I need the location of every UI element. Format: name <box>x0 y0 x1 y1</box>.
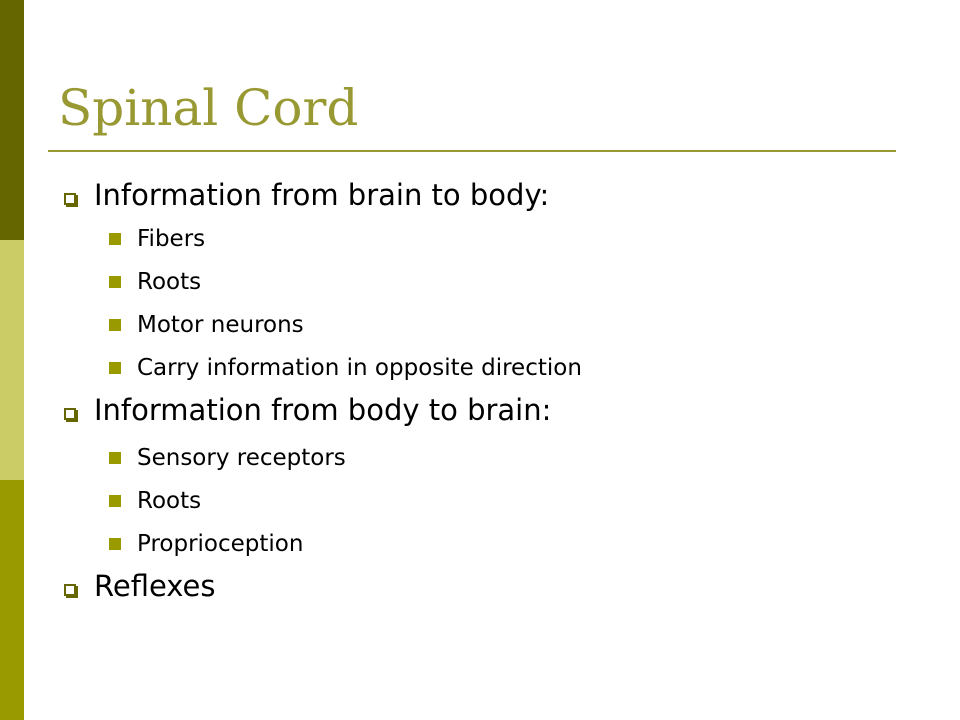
filled-square-bullet-icon <box>109 319 121 331</box>
sub-bullet-item: Fibers <box>137 226 206 252</box>
filled-square-bullet-icon <box>109 538 121 550</box>
sub-bullet-item: Proprioception <box>137 531 304 557</box>
slide-title: Spinal Cord <box>58 79 359 137</box>
sub-bullet-item: Roots <box>137 269 202 295</box>
sub-bullet-item: Carry information in opposite direction <box>137 355 582 381</box>
bullet-item: Reflexes <box>94 569 216 603</box>
sidebar-accent-bottom <box>0 480 24 720</box>
filled-square-bullet-icon <box>109 495 121 507</box>
sidebar-accent-middle <box>0 240 24 480</box>
bullet-item: Information from body to brain: <box>94 393 552 427</box>
title-divider <box>48 150 896 152</box>
filled-square-bullet-icon <box>109 362 121 374</box>
square-bullet-icon <box>64 193 76 205</box>
square-bullet-icon <box>64 584 76 596</box>
sub-bullet-item: Sensory receptors <box>137 445 346 471</box>
filled-square-bullet-icon <box>109 452 121 464</box>
sub-bullet-item: Roots <box>137 488 202 514</box>
filled-square-bullet-icon <box>109 276 121 288</box>
filled-square-bullet-icon <box>109 233 121 245</box>
bullet-item: Information from brain to body: <box>94 178 550 212</box>
square-bullet-icon <box>64 408 76 420</box>
sub-bullet-item: Motor neurons <box>137 312 304 338</box>
sidebar-accent-top <box>0 0 24 240</box>
